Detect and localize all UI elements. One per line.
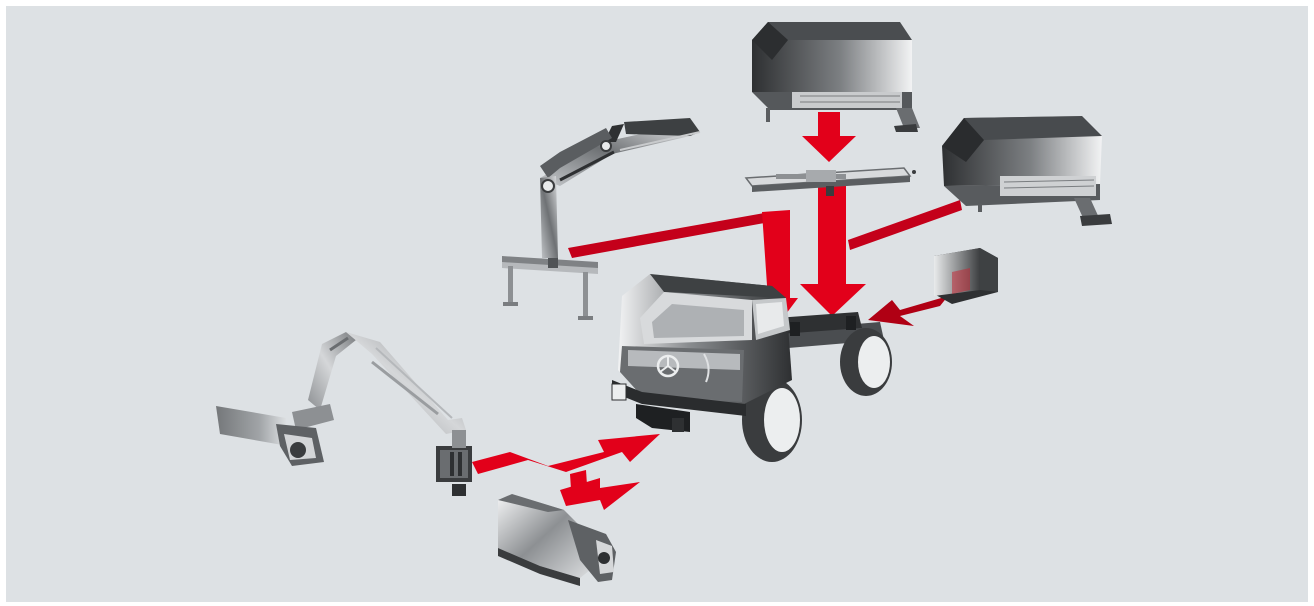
arrow-sweeper-to-truck (848, 200, 962, 250)
arrow-body-to-frame (802, 112, 856, 162)
snow-plough-icon[interactable] (498, 494, 616, 586)
attachment-system-diagram (216, 22, 1112, 586)
mounting-frame-icon[interactable] (744, 167, 916, 196)
sweeper-body-icon[interactable] (942, 116, 1112, 226)
arrow-ballast-to-truck (868, 296, 948, 326)
dump-body-icon[interactable] (752, 22, 920, 132)
loader-crane-icon[interactable] (502, 118, 701, 320)
arrow-plough-stem (570, 470, 588, 504)
unimog-truck-icon[interactable] (611, 274, 892, 462)
arrow-frame-to-truck (800, 186, 866, 316)
arrow-crane-to-truck (568, 212, 770, 258)
mowing-boom-icon[interactable] (216, 332, 472, 496)
arrow-mower-to-front (472, 434, 660, 474)
diagram-canvas (6, 6, 1308, 602)
ballast-box-icon[interactable] (934, 248, 998, 304)
